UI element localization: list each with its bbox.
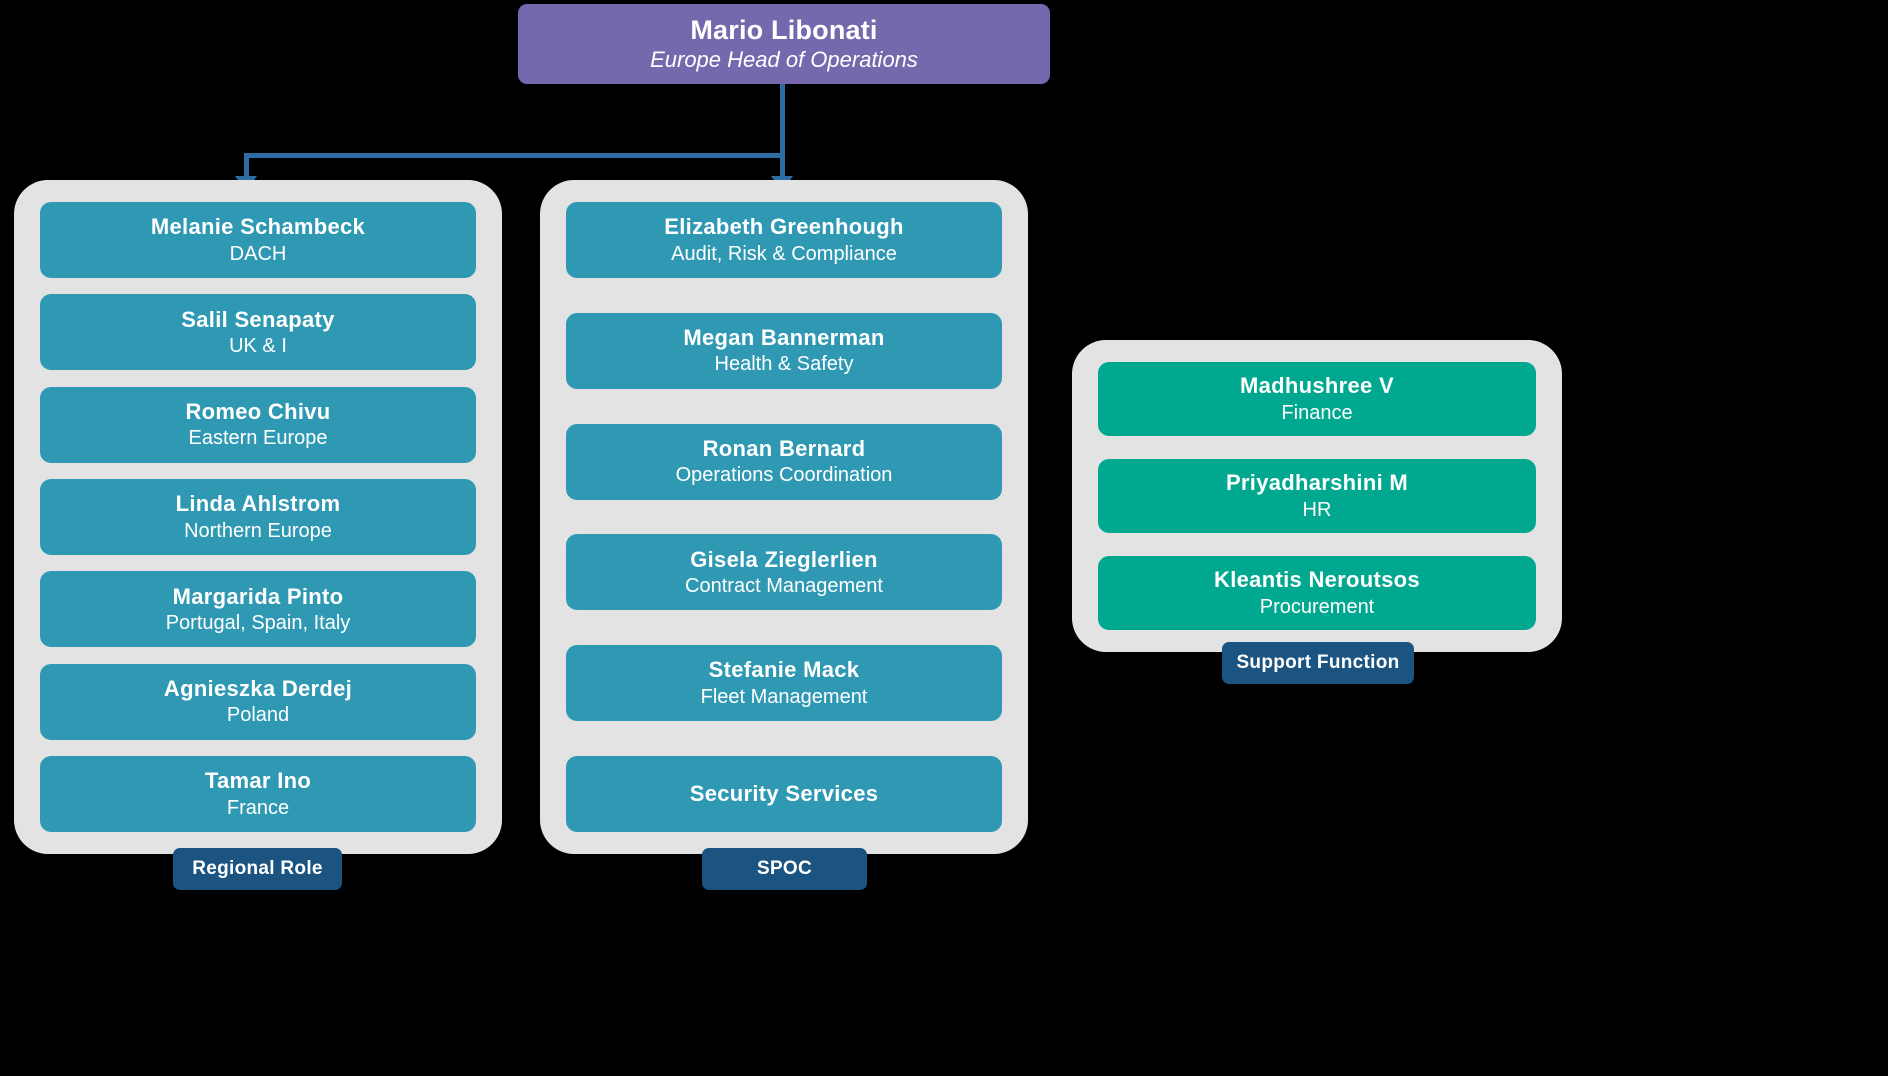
person-card-name: Madhushree V (1240, 373, 1394, 399)
person-card-subtitle: Operations Coordination (675, 464, 893, 487)
connector-branch-left-vertical (244, 153, 249, 179)
person-card-name: Melanie Schambeck (150, 214, 366, 240)
person-card-subtitle: Contract Management (685, 575, 883, 598)
connector-horizontal-bar (244, 153, 785, 158)
person-card-name: Priyadharshini M (1225, 470, 1409, 496)
person-card-subtitle: Procurement (1259, 595, 1375, 618)
person-card-subtitle: Northern Europe (184, 519, 332, 542)
person-card-subtitle: Fleet Management (700, 685, 868, 708)
person-card-name: Gisela Zieglerlien (690, 546, 878, 572)
badge-support-function: Support Function (1222, 642, 1414, 684)
person-card-subtitle: Eastern Europe (188, 427, 328, 450)
person-card-name: Elizabeth Greenhough (664, 214, 904, 240)
person-card-name: Megan Bannerman (683, 325, 885, 351)
person-card-name: Agnieszka Derdej (163, 675, 353, 701)
person-card-name: Linda Ahlstrom (175, 491, 341, 517)
person-card-subtitle: Audit, Risk & Compliance (671, 242, 897, 265)
person-card-name: Salil Senapaty (181, 306, 335, 332)
person-card-name: Stefanie Mack (708, 657, 860, 683)
badge-regional-role: Regional Role (173, 848, 342, 890)
person-card-name: Romeo Chivu (185, 398, 331, 424)
person-card-name: Margarida Pinto (172, 583, 344, 609)
person-card[interactable]: Security Services (566, 755, 1002, 832)
person-card-subtitle: Finance (1281, 401, 1353, 424)
person-card-subtitle: Health & Safety (714, 353, 854, 376)
badge-spoc: SPOC (702, 848, 867, 890)
person-card-subtitle: HR (1302, 498, 1332, 521)
person-card-name: Tamar Ino (204, 768, 312, 794)
person-card[interactable]: Salil Senapaty UK & I (40, 294, 476, 371)
person-card-subtitle: Portugal, Spain, Italy (165, 612, 351, 634)
person-card-name: Kleantis Neroutsos (1214, 567, 1420, 593)
root-node-mario-libonati[interactable]: Mario Libonati Europe Head of Operations (518, 4, 1050, 84)
root-node-title: Europe Head of Operations (650, 47, 918, 73)
person-card-subtitle: Poland (226, 704, 290, 727)
person-card-subtitle: DACH (229, 242, 287, 265)
person-card-name: Security Services (689, 780, 879, 806)
person-card-subtitle: France (226, 796, 290, 819)
connector-branch-middle-vertical (780, 153, 785, 179)
root-node-name: Mario Libonati (690, 14, 878, 45)
person-card-name: Ronan Bernard (702, 435, 866, 461)
person-card-subtitle: UK & I (229, 335, 287, 358)
connector-trunk-vertical (780, 84, 785, 158)
